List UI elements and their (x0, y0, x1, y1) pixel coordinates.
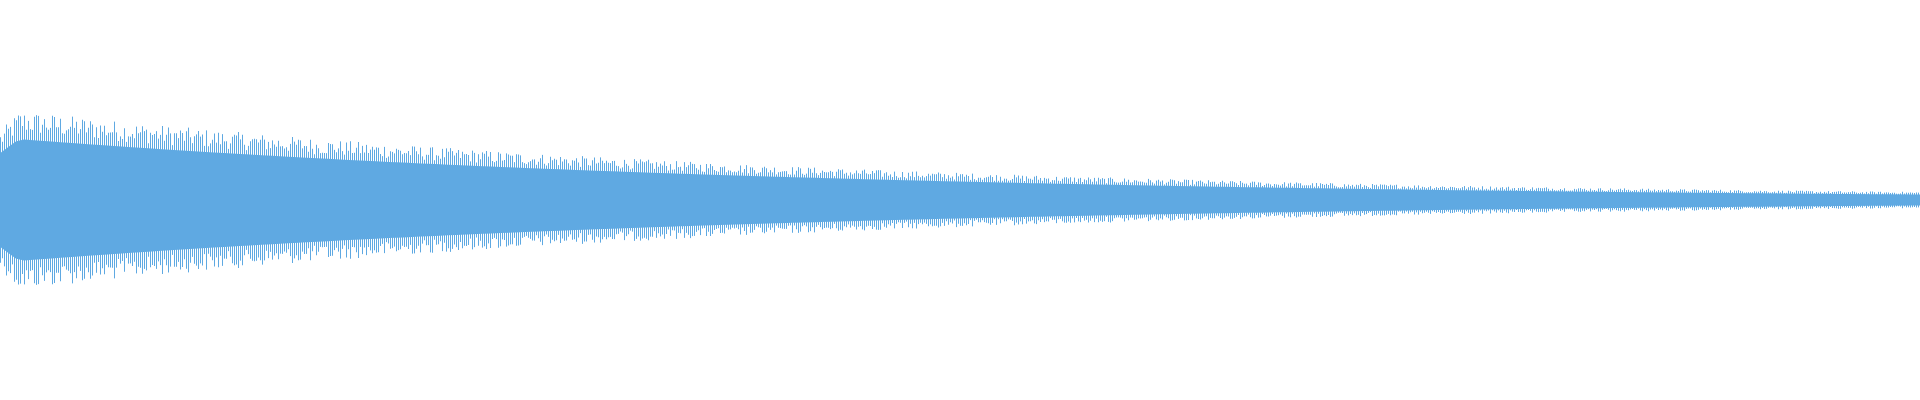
waveform-peaks (0, 115, 1920, 285)
